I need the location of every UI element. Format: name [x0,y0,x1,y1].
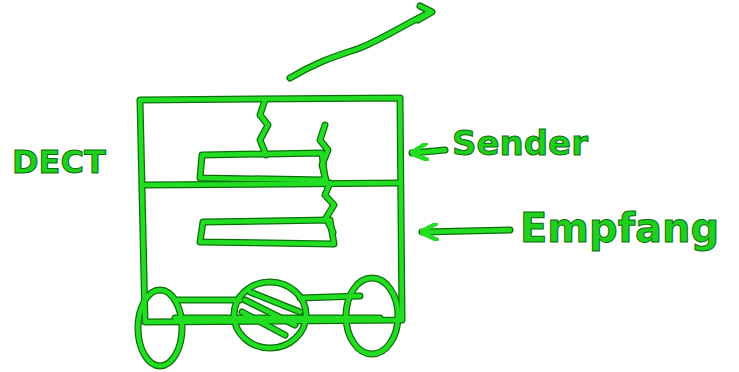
sender-label: Sender [452,126,588,160]
device-label: DECT [12,146,106,178]
receiver-label: Empfang [520,208,719,248]
